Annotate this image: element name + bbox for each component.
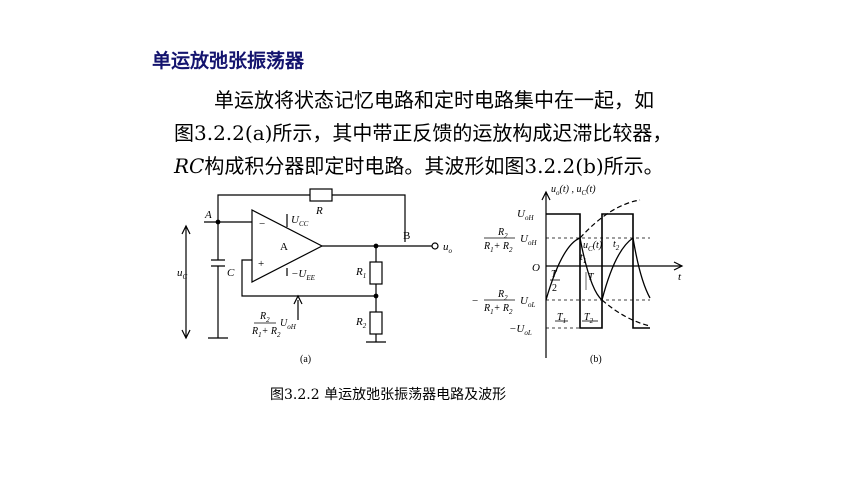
figure-caption: 图3.2.2 单运放弛张振荡器电路及波形 bbox=[270, 387, 507, 403]
waveform-diagram bbox=[541, 190, 684, 358]
section-title: 单运放弛张振荡器 bbox=[152, 50, 305, 72]
sublabel-a: (a) bbox=[300, 354, 311, 365]
asymptote-up bbox=[579, 199, 641, 239]
frac-den-upper: R1+ R2 bbox=[483, 241, 513, 254]
fb-num: R2 bbox=[259, 311, 270, 324]
T1-label: T1 bbox=[557, 312, 566, 325]
t-half-den: 2 bbox=[552, 283, 557, 294]
node-dot-divider bbox=[373, 293, 379, 299]
t-axis-arrow bbox=[673, 261, 684, 271]
frac-num-upper: R2 bbox=[497, 227, 508, 240]
wire-top-right bbox=[332, 194, 406, 242]
circuit-diagram bbox=[181, 188, 439, 343]
t1-point-label: t1 bbox=[580, 252, 586, 265]
waveform-labels: uo(t) , uC(t) UoH R2 R1+ R2 UoH O t − R2… bbox=[472, 184, 682, 365]
t2-point-label: t2 bbox=[613, 239, 620, 252]
t-axis-label: t bbox=[678, 271, 682, 283]
asymptote-down bbox=[601, 299, 651, 327]
sublabel-b: (b) bbox=[590, 354, 602, 365]
output-terminal bbox=[431, 242, 439, 250]
circuit-labels: A B A − + UCC −UEE R R1 R2 C uC uo R2 R1… bbox=[177, 205, 453, 365]
paragraph-line-2: 图3.2.2(a)所示，其中带正反馈的运放构成迟滞比较器， bbox=[174, 121, 673, 145]
resistor-r bbox=[309, 188, 333, 202]
fb-u: UoH bbox=[280, 318, 297, 331]
T2-label: T2 bbox=[584, 312, 594, 325]
r-label: R bbox=[315, 205, 323, 217]
node-b-label: B bbox=[403, 230, 410, 242]
c-label: C bbox=[227, 267, 235, 279]
fb-den: R1+ R2 bbox=[251, 326, 281, 339]
plus-label: + bbox=[258, 258, 264, 270]
square-wave bbox=[546, 213, 650, 329]
uc-arrow-head-top bbox=[181, 224, 191, 235]
wire-plus-input bbox=[241, 259, 376, 297]
opamp-label: A bbox=[280, 241, 288, 253]
node-dot-a bbox=[215, 219, 221, 225]
frac-den-lower: R1+ R2 bbox=[483, 303, 513, 316]
origin-label: O bbox=[532, 262, 540, 274]
opamp-triangle bbox=[251, 209, 324, 283]
t-full-label: T bbox=[588, 272, 595, 283]
paragraph-line-3-rest: 构成积分器即定时电路。其波形如图3.2.2(b)所示。 bbox=[204, 154, 664, 178]
uoh-label: UoH bbox=[517, 208, 534, 222]
capacitor-c bbox=[211, 259, 225, 267]
minus-label: − bbox=[259, 218, 265, 230]
uoh-label-2: UoH bbox=[520, 233, 537, 247]
neg-uol-label: −UoL bbox=[509, 323, 532, 337]
uc-label: uC bbox=[177, 267, 188, 281]
uc-t-label: uC(t) bbox=[583, 240, 603, 253]
body-paragraph: 单运放将状态记忆电路和定时电路集中在一起，如 图3.2.2(a)所示，其中带正反… bbox=[174, 84, 734, 183]
uo-label: uo bbox=[443, 241, 453, 255]
t-half-num: T bbox=[551, 269, 558, 280]
node-dot-b bbox=[373, 243, 379, 249]
rc-italic: RC bbox=[174, 154, 205, 178]
uol-label: UoL bbox=[520, 295, 535, 309]
v-axis-arrow bbox=[541, 190, 551, 201]
resistor-r1 bbox=[369, 261, 383, 285]
r2-label: R2 bbox=[355, 316, 367, 330]
paragraph-line-3: RC构成积分器即定时电路。其波形如图3.2.2(b)所示。 bbox=[174, 150, 734, 183]
figure: A B A − + UCC −UEE R R1 R2 C uC uo R2 R1… bbox=[177, 184, 684, 365]
vee-label: −UEE bbox=[291, 268, 316, 282]
paragraph-line-1: 单运放将状态记忆电路和定时电路集中在一起，如 bbox=[214, 88, 654, 112]
neg-sign: − bbox=[472, 295, 478, 307]
r1-label: R1 bbox=[355, 266, 366, 280]
resistor-r2 bbox=[369, 311, 383, 335]
feedback-arrow-head bbox=[293, 294, 303, 305]
vcc-label: UCC bbox=[291, 214, 309, 228]
wave-axis-title: uo(t) , uC(t) bbox=[551, 184, 596, 197]
wire-top-left bbox=[217, 194, 310, 222]
uc-arrow-head-bottom bbox=[181, 329, 191, 340]
node-a-label: A bbox=[204, 209, 212, 221]
frac-num-lower: R2 bbox=[497, 289, 508, 302]
